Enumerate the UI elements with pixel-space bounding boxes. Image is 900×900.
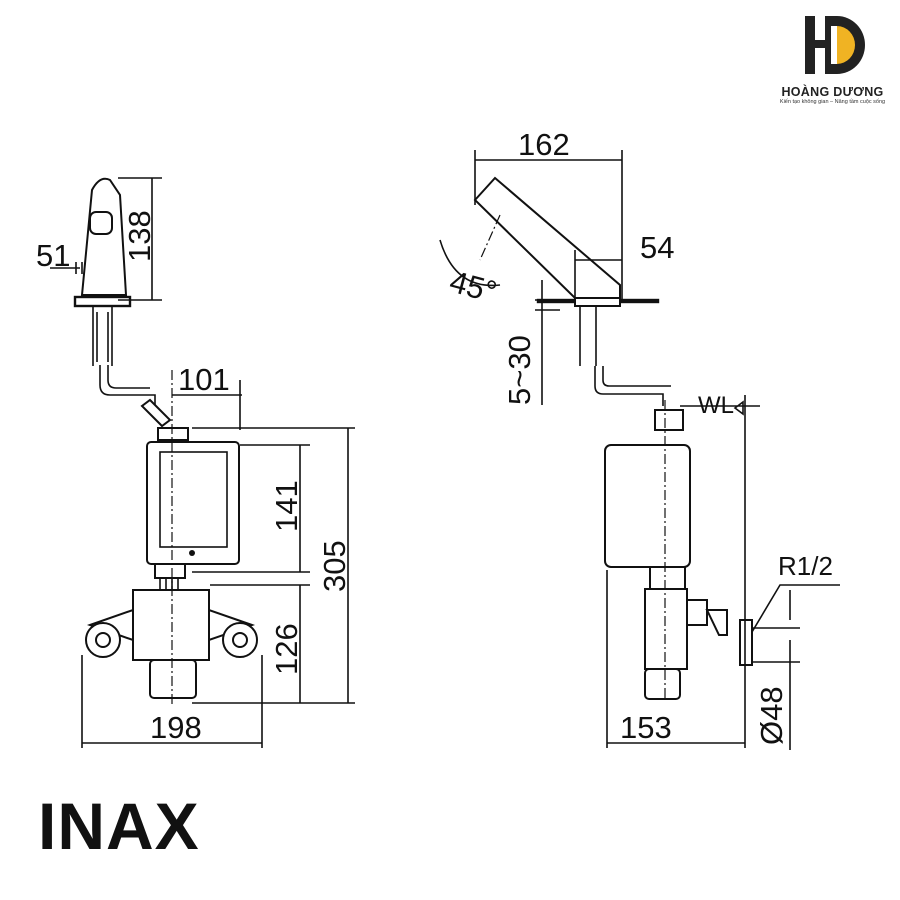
front-view: 51 138 101 141 305 126 198 <box>36 177 355 748</box>
dim-faucet-width: 51 <box>36 238 70 273</box>
water-level-label: WL <box>698 392 734 419</box>
side-view: 162 54 45° 5~30 WL R1/2 153 Ø48 <box>439 127 840 750</box>
dim-total-height: 305 <box>317 540 352 592</box>
dim-angle: 45° <box>446 264 500 310</box>
dim-box-height: 141 <box>269 480 304 532</box>
dim-faucet-height: 138 <box>122 210 157 262</box>
dim-spout-length: 162 <box>518 127 570 162</box>
dim-offset: 101 <box>178 362 230 397</box>
hd-logo-mark <box>804 16 865 74</box>
dim-width: 198 <box>150 710 202 745</box>
sensor-window <box>89 211 113 235</box>
dim-pipe-diameter: Ø48 <box>754 686 789 745</box>
logo-name: HOÀNG DƯƠNG <box>781 85 884 99</box>
dim-deck-thickness: 5~30 <box>502 335 537 405</box>
control-box <box>146 441 240 565</box>
side-control-box <box>604 444 691 568</box>
dim-spout-tip: 54 <box>640 230 674 265</box>
faucet-body <box>80 177 128 296</box>
logo: HOÀNG DƯƠNG Kiến tạo không gian – Nâng t… <box>770 12 895 105</box>
logo-tagline: Kiến tạo không gian – Nâng tầm cuộc sống <box>779 99 886 105</box>
valve-body <box>132 589 210 661</box>
dim-valve-height: 126 <box>269 623 304 675</box>
spout <box>473 176 621 299</box>
dim-depth: 153 <box>620 710 672 745</box>
brand-name: INAX <box>38 789 200 863</box>
dim-thread: R1/2 <box>778 551 833 581</box>
